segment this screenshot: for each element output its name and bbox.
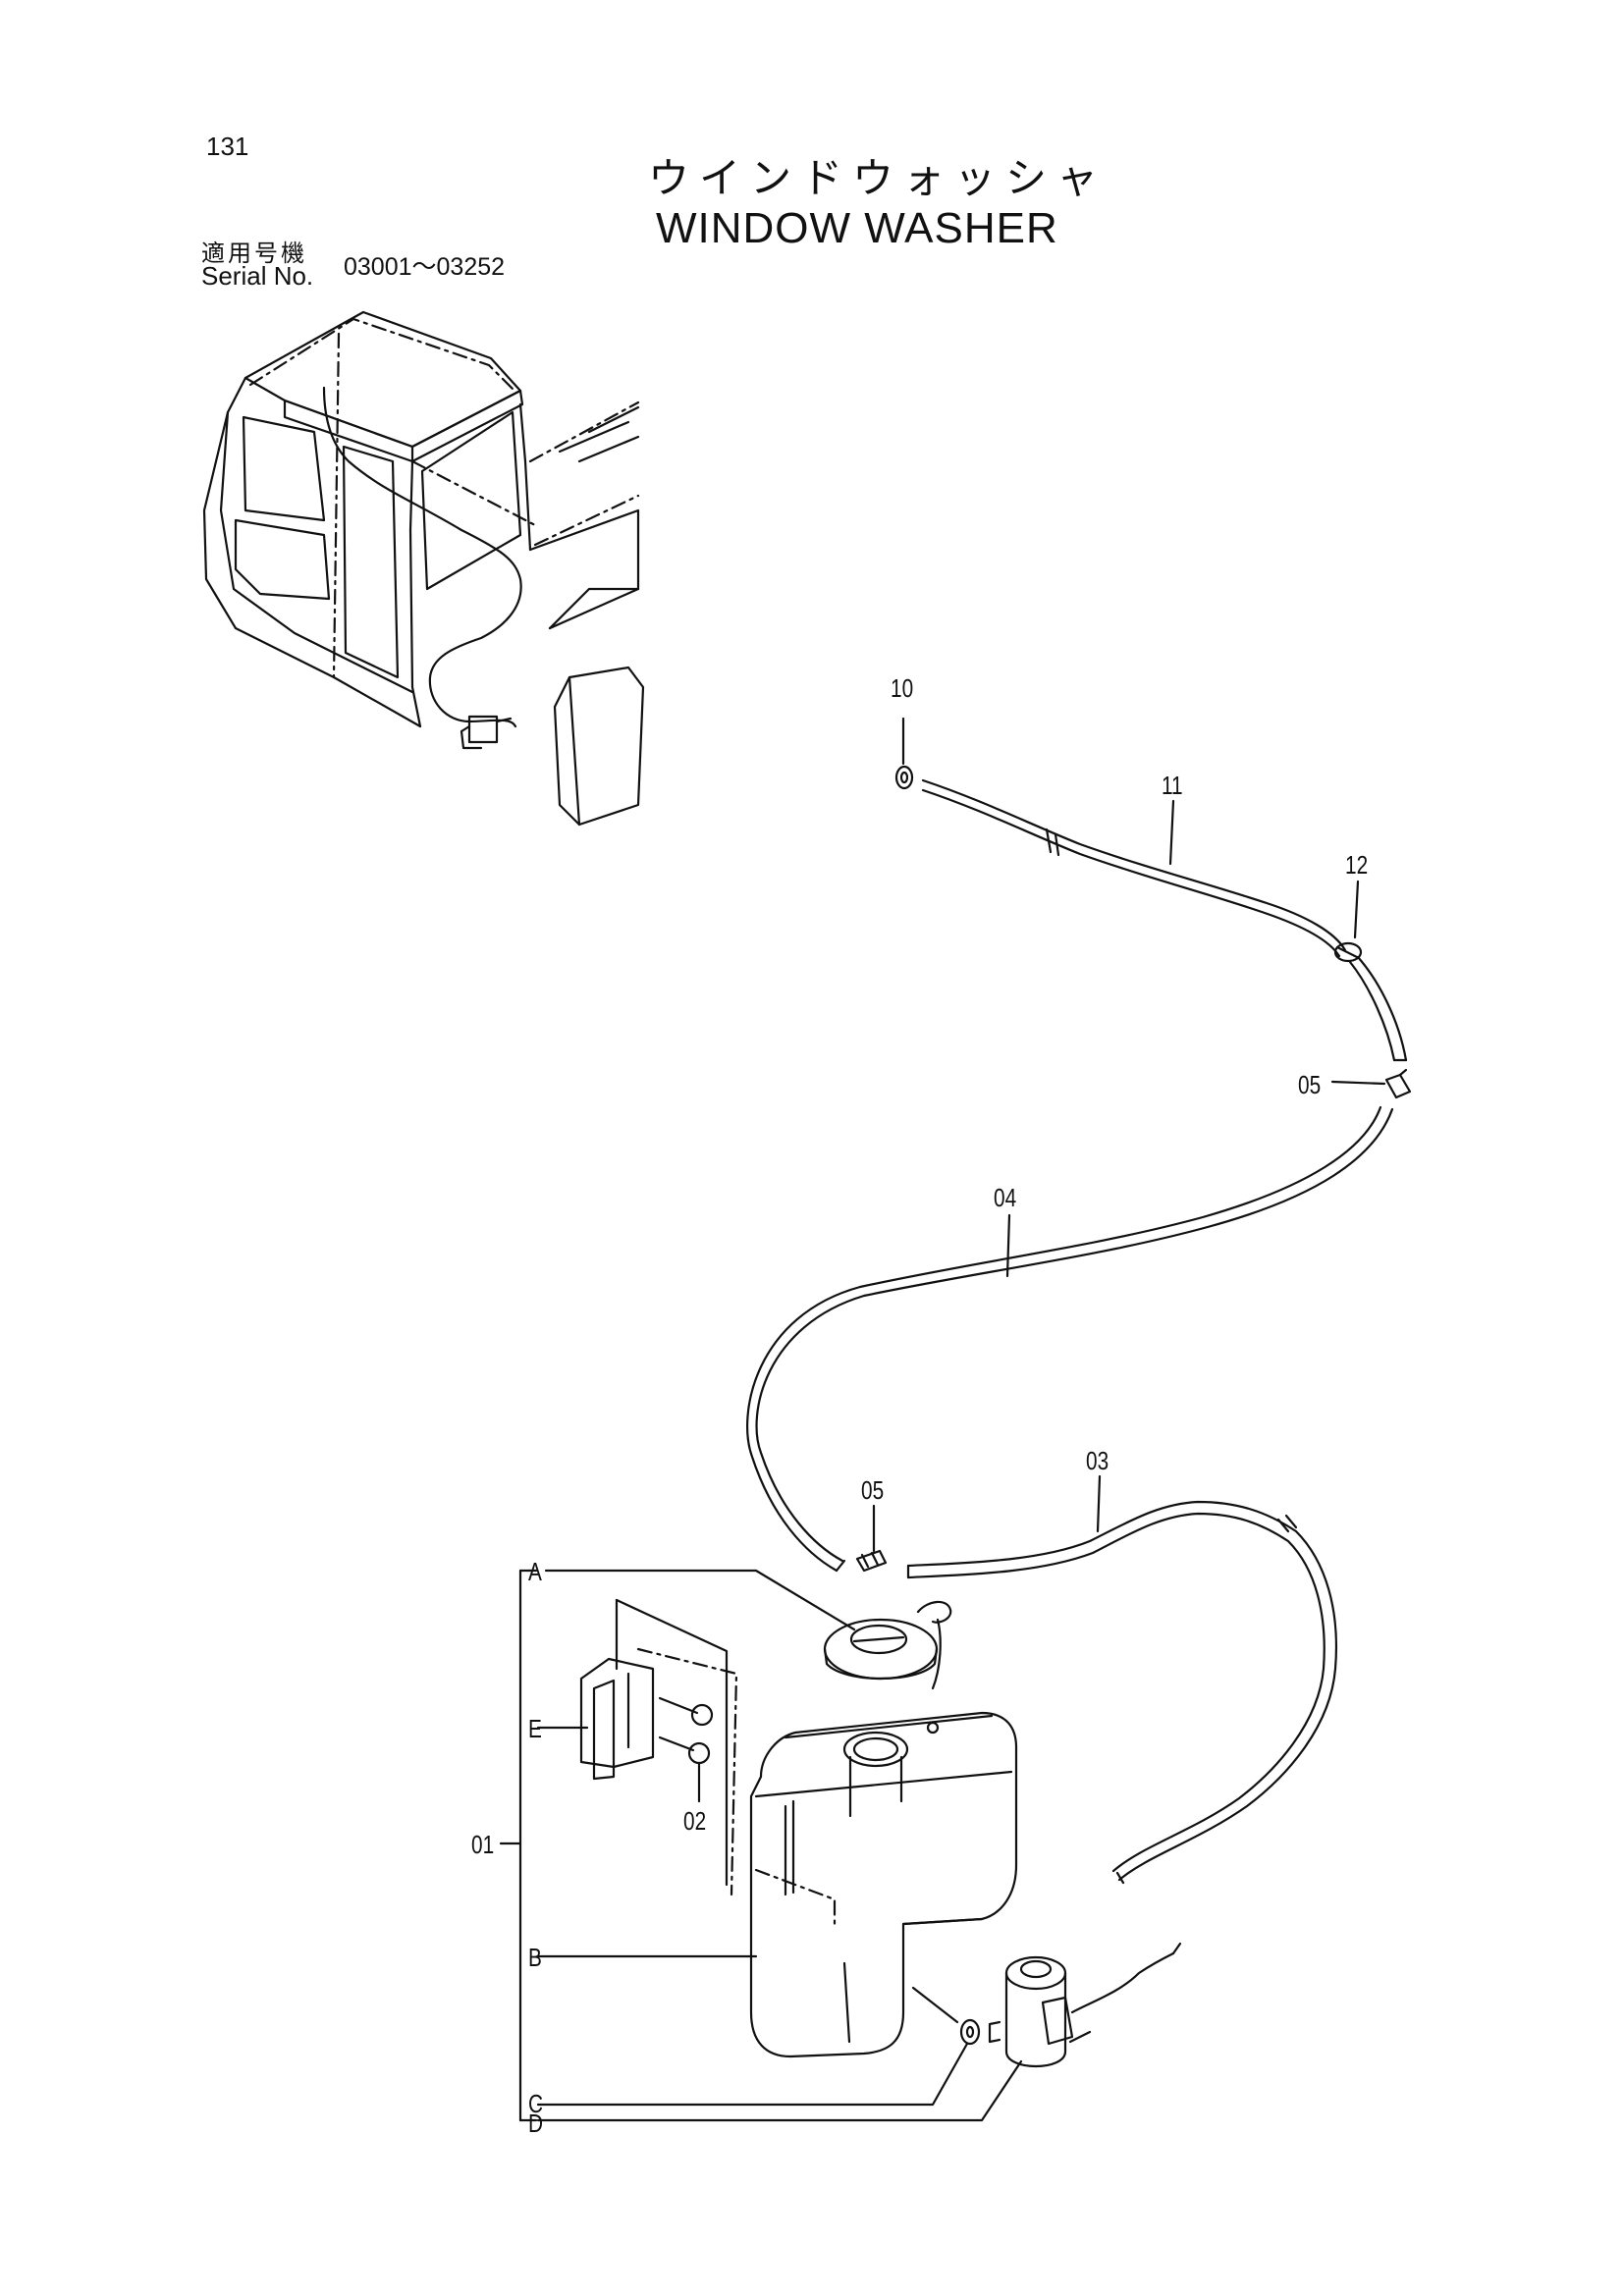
washer-tank-assembly [579, 1598, 1182, 2068]
page-title-japanese: ウインドウォッシャ [648, 154, 1109, 202]
bracket-e [579, 1657, 655, 1769]
grommet-12 [1333, 941, 1363, 963]
cab-overview-illustration [202, 310, 645, 827]
callout-c: C [528, 2089, 544, 2118]
callout-01: 01 [471, 1830, 495, 1859]
callout-d: D [528, 2109, 544, 2138]
pump-d [1004, 1971, 1067, 2068]
nozzle-10 [894, 765, 914, 790]
seal-c [959, 2018, 981, 2046]
callout-10: 10 [891, 673, 914, 703]
bolt-02-lower [687, 1741, 711, 1765]
hose-assembly [746, 765, 1412, 1885]
page-number: 131 [206, 132, 249, 161]
callout-11: 11 [1162, 771, 1183, 800]
tank-cap [823, 1618, 939, 1681]
callout-02: 02 [683, 1806, 707, 1836]
page-title: WINDOW WASHER [656, 204, 1058, 252]
callout-b: B [528, 1943, 542, 1972]
callout-a: A [528, 1557, 542, 1586]
serial-label: Serial No. [201, 261, 314, 291]
bolt-02-upper [690, 1703, 714, 1727]
callout-04: 04 [994, 1183, 1017, 1212]
connector-05-top [1384, 1073, 1412, 1099]
callout-e: E [528, 1714, 542, 1743]
serial-label-japanese: 適用号機 [201, 240, 307, 267]
callout-05-top: 05 [1298, 1070, 1322, 1099]
callout-leaders [499, 717, 1386, 2122]
tank-body [749, 1711, 1018, 2058]
callout-05-mid: 05 [861, 1475, 885, 1505]
serial-range: 03001～03252 [344, 253, 506, 281]
callout-03: 03 [1086, 1446, 1109, 1475]
callout-12: 12 [1345, 850, 1369, 880]
